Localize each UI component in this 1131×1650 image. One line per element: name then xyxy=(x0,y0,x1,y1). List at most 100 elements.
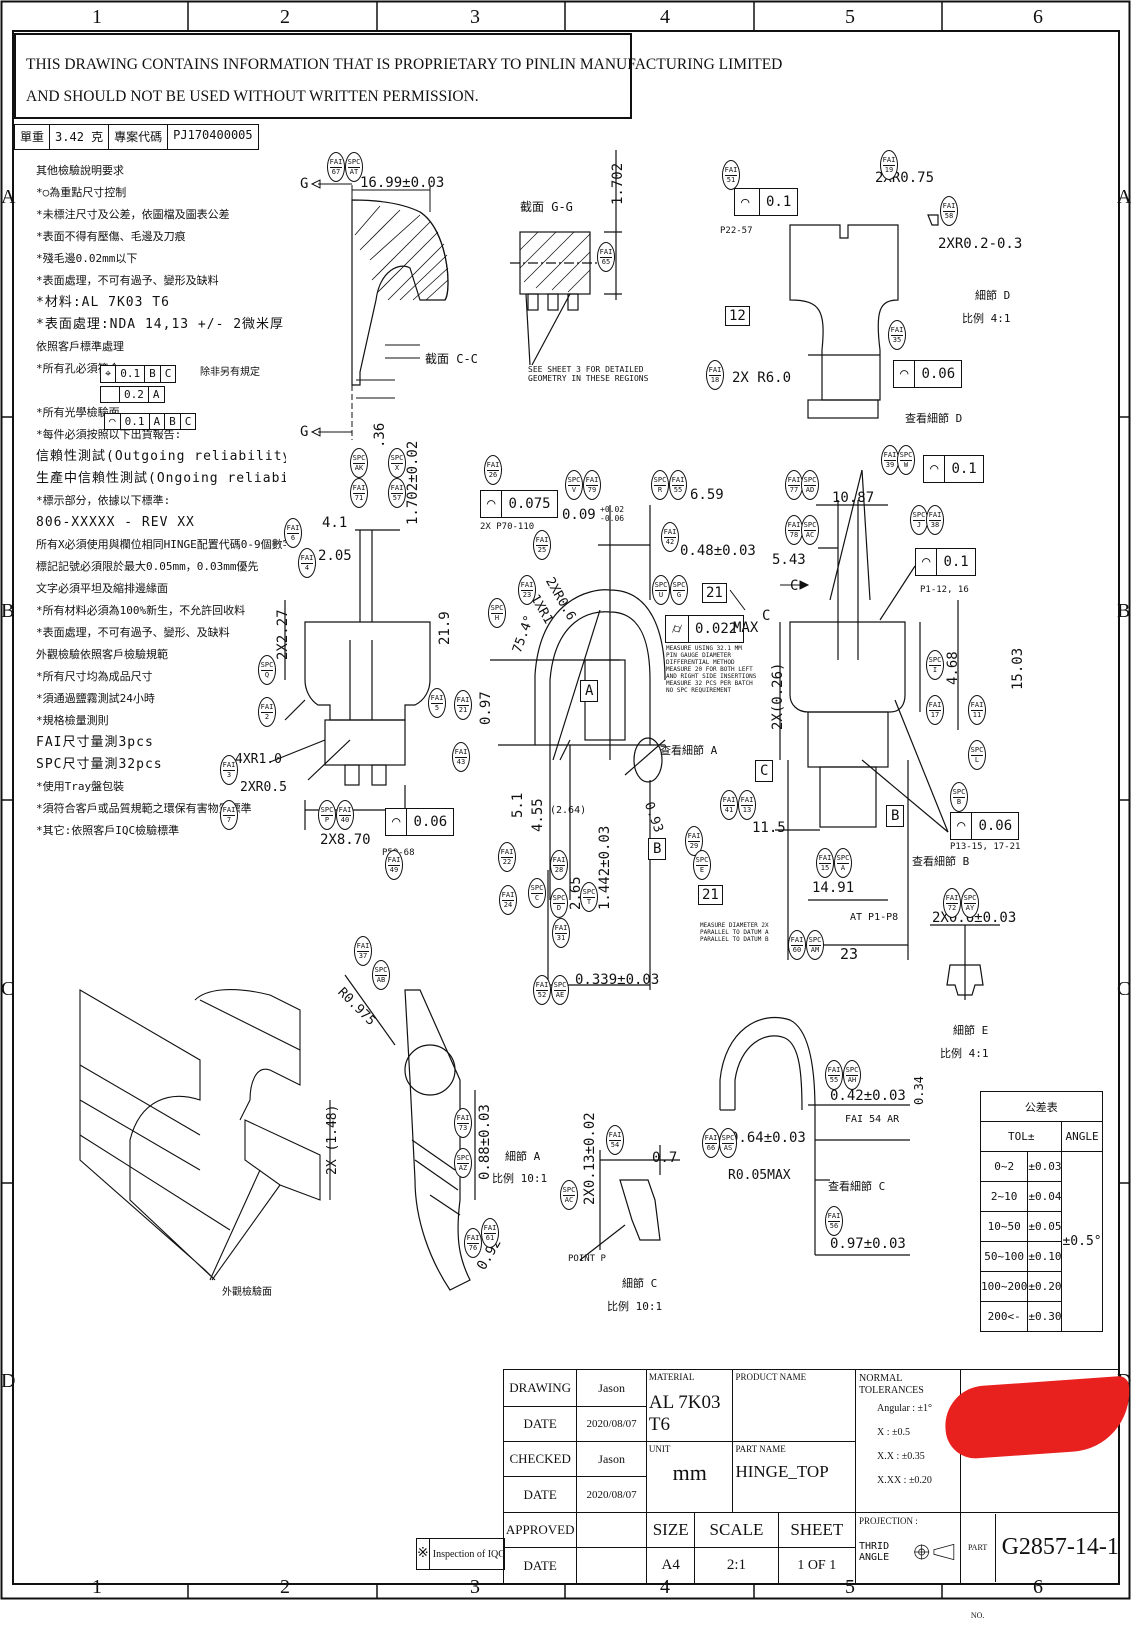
bubble-divider xyxy=(536,989,548,991)
zone-col-4-top: 4 xyxy=(660,6,670,28)
material-value: AL 7K03 T6 xyxy=(648,1392,721,1435)
tol-value: ±0.03 xyxy=(1027,1151,1063,1182)
drawing-value: Jason xyxy=(576,1368,647,1408)
bubble-number: J xyxy=(916,520,922,529)
bubble-type: FAI xyxy=(483,1223,497,1232)
bubble-type: FAI xyxy=(390,483,404,492)
req-line: *所有材料必須為100%新生，不允許回收料 xyxy=(36,604,246,617)
req-line: 信賴性測試(Outgoing reliability test) xyxy=(36,449,286,464)
datum-b-box: B xyxy=(648,838,667,860)
detail-a-label: 細節 A xyxy=(505,1150,541,1163)
weight-label: 單重 xyxy=(15,125,51,149)
req-line: 標記記號必須限於最大0.05mm，0.03mm優先 xyxy=(36,560,259,573)
bubble-number: C xyxy=(534,893,540,902)
bubble-divider xyxy=(563,1194,575,1196)
section-cc-hatch xyxy=(354,205,449,301)
gdt-cylindricity: ⌭ 0.022 xyxy=(665,615,745,643)
zone-col-5-top: 5 xyxy=(845,6,855,28)
bubble-number: AC xyxy=(564,1195,574,1204)
dim-14-91: 14.91 xyxy=(812,880,855,896)
date-label-2: DATE xyxy=(502,1476,578,1513)
bubble-divider xyxy=(553,864,565,866)
profile-symbol: ◠ xyxy=(105,414,121,429)
zone-row-a-right: A xyxy=(1117,186,1131,208)
bubble-divider xyxy=(455,756,467,758)
bubble-divider xyxy=(339,814,351,816)
bubble-type: SPC xyxy=(654,580,668,589)
material-label: MATERIAL xyxy=(648,1372,695,1382)
gdt-value: 0.022 xyxy=(695,621,738,637)
gdt-value: 0.1 xyxy=(766,194,792,210)
req-line: *須通過鹽霧測試24小時 xyxy=(36,692,155,705)
fcf-datum: B xyxy=(145,366,161,382)
bubble-divider xyxy=(672,484,684,486)
bubble-number: 52 xyxy=(537,990,547,999)
bubble-number: P xyxy=(324,815,330,824)
req-line: *每件必須按照以下出貨報告: xyxy=(36,428,182,441)
gdt-profile-006-d: ◠ 0.06 xyxy=(893,360,963,388)
detail-c-scale: 比例 10:1 xyxy=(607,1300,663,1313)
tol-table-title: 公差表 xyxy=(980,1091,1103,1122)
date-value-1: 2020/08/07 xyxy=(576,1406,647,1443)
dim-4-68: 4.68 xyxy=(945,651,961,685)
bubble-type: FAI xyxy=(945,893,959,902)
bubble-number: 18 xyxy=(710,375,720,384)
dim-1-442: 1.442±0.03 xyxy=(597,825,613,910)
gdt-profile-006-c: ◠ 0.06 xyxy=(950,812,1020,840)
project-code-label: 專案代碼 xyxy=(109,125,169,149)
notice-line-2: AND SHOULD NOT BE USED WITHOUT WRITTEN P… xyxy=(26,88,479,105)
dim-2x8-70: 2X8.70 xyxy=(320,832,371,848)
detail-e-scale: 比例 4:1 xyxy=(940,1047,989,1060)
view-c-bottom: C xyxy=(762,608,771,624)
req-line: 其他檢驗說明要求 xyxy=(36,164,124,177)
bubble-type: SPC xyxy=(963,893,977,902)
sheet3-note: SEE SHEET 3 FOR DETAILED GEOMETRY IN THE… xyxy=(528,365,649,383)
unit-cell: UNIT mm xyxy=(645,1441,734,1513)
angle-col-header: ANGLE xyxy=(1061,1121,1103,1152)
surface-profile-icon: ◠ xyxy=(894,361,916,387)
bubble-divider xyxy=(971,754,983,756)
bubble-type: FAI xyxy=(338,805,352,814)
dim-12-box: 12 xyxy=(725,306,750,326)
gdt-profile-006-b: ◠ 0.06 xyxy=(385,808,455,836)
tol-value: ±0.30 xyxy=(1027,1301,1063,1332)
dim-2x0-13: 2X0.13±0.02 xyxy=(582,1112,598,1205)
bubble-number: 39 xyxy=(885,460,895,469)
zone-col-2-bottom: 2 xyxy=(280,1576,290,1598)
isometric-view xyxy=(79,989,331,1281)
product-name-label: PRODUCT NAME xyxy=(735,1372,807,1382)
bubble-number: T xyxy=(586,897,592,906)
dim-2x0-26: 2X(0.26) xyxy=(770,662,786,730)
bubble-divider xyxy=(502,899,514,901)
part-name-label: PART NAME xyxy=(735,1444,786,1455)
gdt-value: 0.1 xyxy=(943,554,969,570)
iqc-label: Inspection of IQC xyxy=(432,1548,505,1560)
section-gg-label: 截面 G-G xyxy=(520,200,573,214)
dim-0-34: 0.34 xyxy=(912,1076,926,1105)
bubble-number: 11 xyxy=(972,710,982,719)
bubble-divider xyxy=(828,1074,840,1076)
bubble-type: FAI xyxy=(608,1130,622,1139)
bubble-number: I xyxy=(932,665,938,674)
bubble-number: 17 xyxy=(930,710,940,719)
bubble-number: 78 xyxy=(789,530,799,539)
bubble-divider xyxy=(688,840,700,842)
bubble-divider xyxy=(555,932,567,934)
bubble-divider xyxy=(654,484,666,486)
